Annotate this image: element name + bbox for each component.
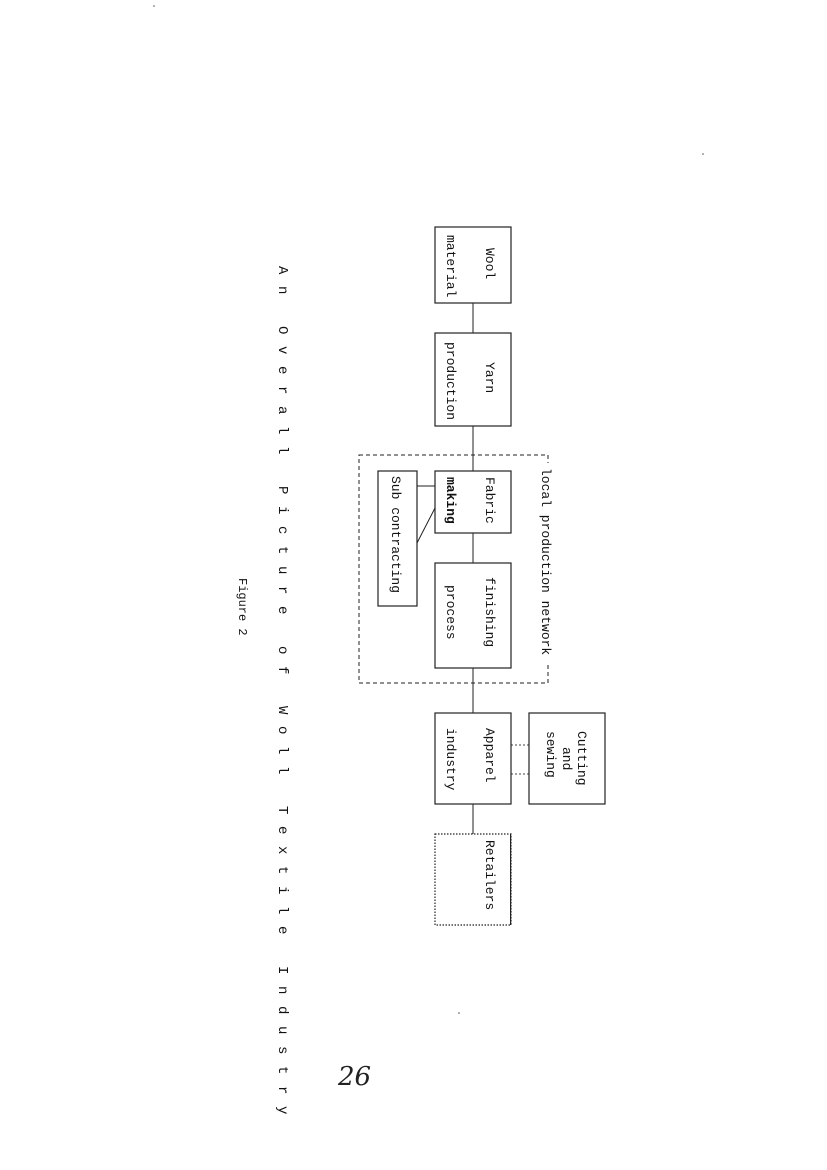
box-yarn-production-line1: Yarn (482, 362, 497, 393)
network-label-gap (536, 463, 560, 663)
box-yarn-production-line2: production (443, 342, 458, 420)
box-cutting-and-sewing: Cutting and sewing (528, 712, 606, 805)
box-wool-material-line2: material (443, 235, 458, 298)
box-retailers: Retailers (434, 833, 512, 926)
connector-subcontract-fabric (416, 507, 436, 544)
local-production-network-label: local production network (538, 468, 553, 655)
box-sub-contracting-line1: Sub contracting (388, 476, 403, 593)
box-sub-contracting: Sub contracting (377, 470, 418, 607)
box-finishing-process: finishing process (434, 562, 512, 669)
box-wool-material-line1: Wool (482, 248, 497, 279)
box-cutting-sewing-line2: and (559, 747, 574, 770)
page-number: 26 (337, 1062, 371, 1092)
box-apparel-industry: Apparel industry (434, 712, 512, 805)
box-apparel-industry-line2: industry (443, 728, 458, 791)
box-fabric-making-line2: making (443, 477, 458, 524)
box-wool-material: Wool material (434, 226, 512, 304)
figure-title: An Overall Picture of Woll Textile Indus… (274, 266, 290, 1126)
box-retailers-line1: Retailers (482, 840, 497, 910)
figure-caption: Figure 2 (235, 578, 249, 636)
box-apparel-industry-line1: Apparel (482, 728, 497, 783)
scan-speck (153, 5, 155, 7)
box-fabric-making: Fabric making (434, 470, 512, 534)
box-fabric-making-line1: Fabric (482, 477, 497, 524)
box-cutting-sewing-line3: sewing (543, 731, 558, 778)
box-finishing-process-line2: process (443, 585, 458, 640)
scan-speck (458, 1012, 460, 1014)
box-cutting-sewing-line1: Cutting (574, 731, 589, 786)
scan-speck (702, 153, 704, 155)
box-finishing-process-line1: finishing (482, 577, 497, 647)
box-yarn-production: Yarn production (434, 332, 512, 427)
